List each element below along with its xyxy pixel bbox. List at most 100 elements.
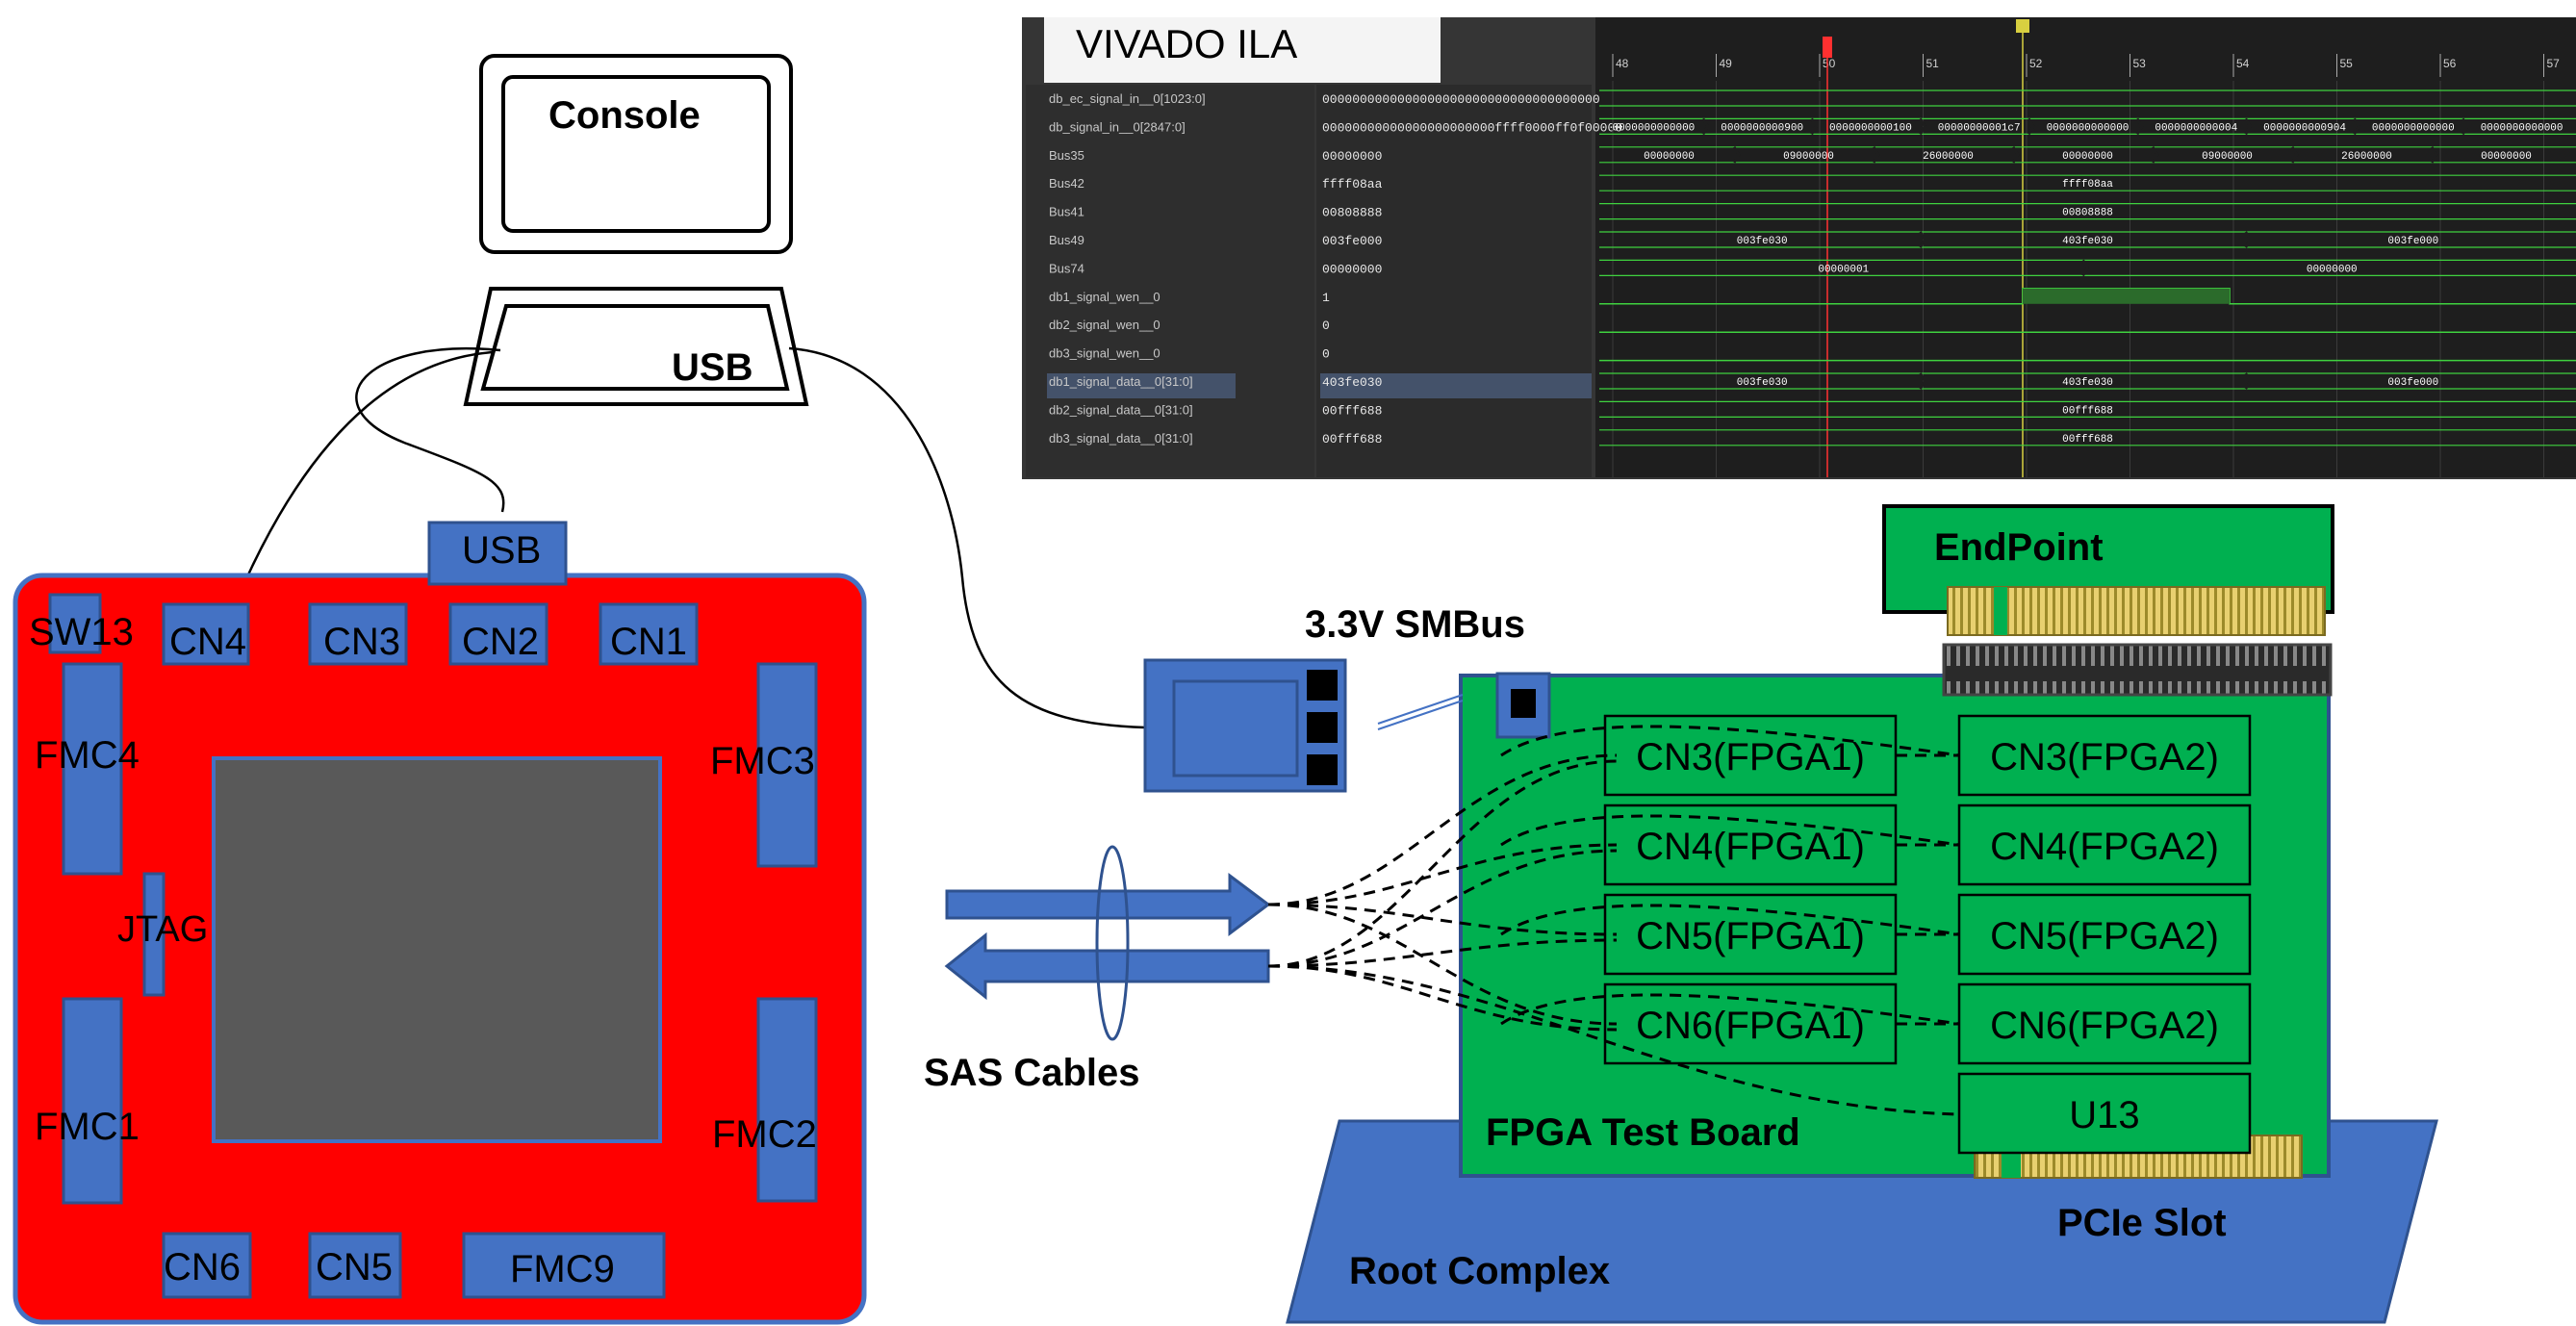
fmc4-label: FMC4 bbox=[35, 734, 140, 777]
ila-waveforms: 0000000000000 0000000000900 0000000000100 0… bbox=[1599, 89, 2576, 446]
ila-bus-transition bbox=[2151, 146, 2159, 164]
dashed-wire bbox=[1500, 993, 1960, 1026]
ila-bus-value: 0000000000000 bbox=[2481, 122, 2563, 134]
ila-bus-value: 00000000001c7 bbox=[1938, 122, 2021, 134]
console-usb-label: USB bbox=[672, 346, 752, 389]
ila-bus-value: 00000000 bbox=[1644, 151, 1695, 163]
fpga1-connector-label: CN5(FPGA1) bbox=[1636, 915, 1865, 957]
ila-tick-label: 51 bbox=[1926, 57, 1940, 70]
ila-bus-value: 00000000 bbox=[2062, 151, 2113, 163]
ila-tick-label: 49 bbox=[1720, 57, 1733, 70]
fpga-board: USB SW13 CN4 CN3 CN2 CN1 FMC4 FMC3 JTAG … bbox=[13, 521, 867, 1325]
fpga2-connector-label: U13 bbox=[2069, 1094, 2139, 1136]
ila-signal-value: 00fff688 bbox=[1322, 432, 1382, 446]
fpga2-connector-label: CN4(FPGA2) bbox=[1990, 826, 2219, 868]
cn4 bbox=[162, 602, 250, 666]
ila-signal-name[interactable]: Bus41 bbox=[1049, 205, 1084, 219]
ila-bus-value: 403fe030 bbox=[2062, 377, 2113, 389]
console-screen bbox=[501, 75, 771, 233]
ila-signal-names: db_ec_signal_in__0[1023:0] db_signal_in__… bbox=[1049, 91, 1206, 446]
board-usb-port bbox=[427, 521, 568, 586]
ila-bus-value: 00000000 bbox=[2307, 264, 2358, 275]
dashed-wire bbox=[1267, 843, 1618, 906]
ila-signal-name[interactable]: db2_signal_wen__0 bbox=[1049, 318, 1160, 332]
ila-signal-name[interactable]: db_signal_in__0[2847:0] bbox=[1049, 119, 1186, 134]
ila-bus-value: 0000000000900 bbox=[1721, 122, 1803, 134]
ila-red-marker-flag[interactable] bbox=[1823, 37, 1832, 58]
cn2 bbox=[448, 602, 548, 666]
ila-signal-value: 00000000000000000000000ffff0000ff0f00000 bbox=[1322, 120, 1622, 135]
dashed-wire bbox=[1500, 904, 1960, 936]
ila-bus-transition bbox=[1919, 372, 1927, 390]
fpga2-connector-label: CN3(FPGA2) bbox=[1990, 736, 2219, 778]
fpga2-connector bbox=[1957, 893, 2252, 976]
pcie-socket bbox=[1942, 643, 2333, 697]
cn6 bbox=[162, 1232, 252, 1299]
ila-tick-label: 53 bbox=[2133, 57, 2147, 70]
sas-arrow-right bbox=[945, 873, 1271, 936]
dashed-wire bbox=[1267, 903, 1618, 1026]
ila-bus-transition bbox=[1732, 146, 1741, 164]
ila-bit-high-region bbox=[2023, 288, 2230, 304]
ila-signal-value: 0000000000000000000000000000000000000 bbox=[1322, 92, 1600, 107]
ila-bus-transition bbox=[2461, 117, 2469, 136]
fpga1-connector bbox=[1603, 982, 1898, 1065]
ila-bus-transition bbox=[2011, 146, 2020, 164]
sas-arrow-left bbox=[944, 931, 1270, 1001]
ila-signal-name[interactable]: Bus49 bbox=[1049, 233, 1084, 247]
ila-signal-name[interactable]: db2_signal_data__0[31:0] bbox=[1049, 402, 1193, 417]
endpoint-label: EndPoint bbox=[1934, 526, 2104, 569]
ila-signal-name[interactable]: Bus35 bbox=[1049, 148, 1084, 163]
dashed-wire bbox=[1500, 814, 1960, 847]
ila-signal-name[interactable]: Bus42 bbox=[1049, 176, 1084, 191]
ila-bus-transition bbox=[2135, 117, 2144, 136]
ila-bus-value: 0000000000100 bbox=[1829, 122, 1912, 134]
ila-bus-value: 00fff688 bbox=[2062, 434, 2113, 446]
ila-signal-name[interactable]: db_ec_signal_in__0[1023:0] bbox=[1049, 91, 1206, 106]
ila-title-badge bbox=[1044, 17, 1441, 83]
ila-bus-value: 00808888 bbox=[2062, 208, 2113, 219]
cn3-label: CN3 bbox=[323, 621, 400, 663]
ila-bus-transition bbox=[1810, 117, 1819, 136]
ila-name-column bbox=[1026, 85, 1314, 477]
ila-bus-value: 09000000 bbox=[2202, 151, 2253, 163]
test-board-dashed-wires bbox=[1267, 725, 1960, 1116]
ila-bus-value: 403fe030 bbox=[2062, 236, 2113, 247]
ila-bus-transition bbox=[2244, 231, 2253, 248]
cn5 bbox=[308, 1232, 402, 1299]
ila-signal-value: 0 bbox=[1322, 319, 1330, 333]
ila-bus-value: 0000000000904 bbox=[2263, 122, 2346, 134]
board-usb-label: USB bbox=[462, 529, 541, 572]
dashed-wire bbox=[1267, 938, 1618, 968]
fmc9-label: FMC9 bbox=[510, 1248, 615, 1290]
fmc1-label: FMC1 bbox=[35, 1106, 140, 1148]
cn1 bbox=[599, 602, 699, 666]
usb-cable bbox=[355, 346, 505, 513]
ila-yellow-marker-flag[interactable] bbox=[2016, 19, 2029, 33]
smbus-adapter: 3.3V SMBus bbox=[1143, 603, 1525, 793]
ila-signal-name[interactable]: db3_signal_wen__0 bbox=[1049, 346, 1160, 361]
fpga1-connector-label: CN4(FPGA1) bbox=[1636, 826, 1865, 868]
ila-bus-value: ffff08aa bbox=[2062, 179, 2113, 191]
ila-signal-name[interactable]: db3_signal_data__0[31:0] bbox=[1049, 431, 1193, 446]
test-board-right-connectors: CN3(FPGA2)CN4(FPGA2)CN5(FPGA2)CN6(FPGA2)… bbox=[1957, 714, 2252, 1155]
ila-bus-transition bbox=[2244, 117, 2253, 136]
ila-bus-transition bbox=[2244, 372, 2253, 390]
sas-cable-bundle bbox=[1095, 845, 1130, 1041]
endpoint-edge-connector bbox=[1947, 586, 2326, 636]
jtag bbox=[142, 872, 166, 997]
ila-signal-name[interactable]: db1_signal_data__0[31:0] bbox=[1049, 374, 1193, 389]
fpga2-connector bbox=[1957, 803, 2252, 886]
ila-bus-transition bbox=[2290, 146, 2299, 164]
fpga2-connector-label: CN6(FPGA2) bbox=[1990, 1005, 2219, 1047]
ila-signal-value: 1 bbox=[1322, 291, 1330, 305]
sw13 bbox=[48, 593, 102, 654]
smbus-label: 3.3V SMBus bbox=[1305, 603, 1525, 646]
ila-selected-row bbox=[1047, 373, 1236, 398]
ila-signal-name[interactable]: db1_signal_wen__0 bbox=[1049, 290, 1160, 304]
cn5-label: CN5 bbox=[316, 1246, 393, 1288]
console: Console USB bbox=[463, 54, 809, 406]
fmc3 bbox=[756, 662, 818, 868]
ila-signal-name[interactable]: Bus74 bbox=[1049, 261, 1084, 275]
